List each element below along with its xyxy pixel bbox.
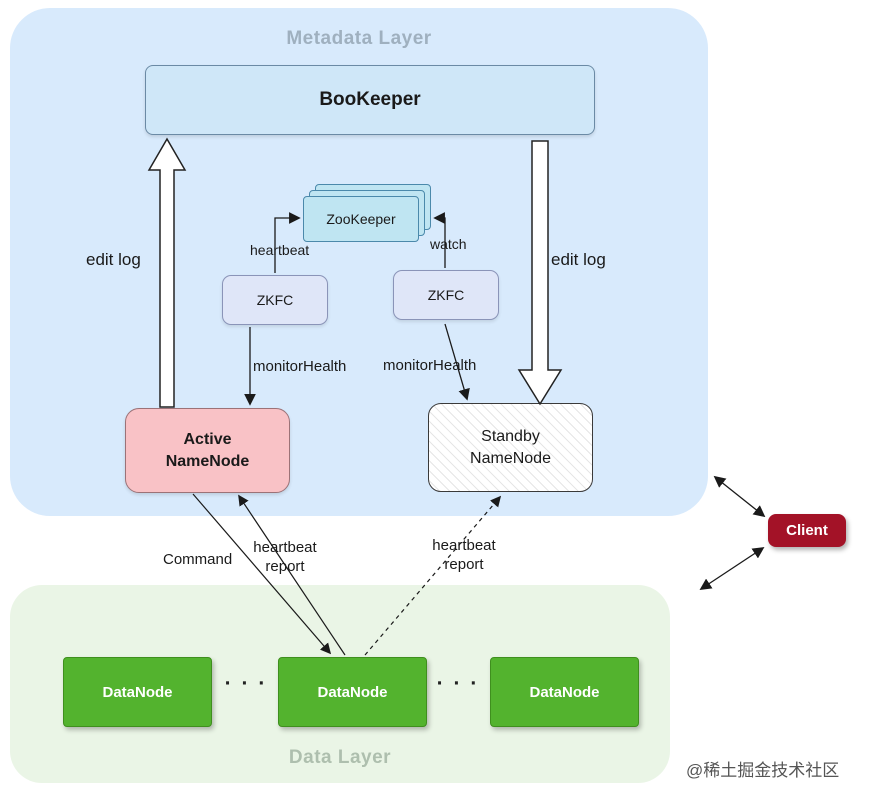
datanode-ellipsis-left: · · · <box>224 672 268 695</box>
metadata-layer-title: Metadata Layer <box>286 28 432 49</box>
zookeeper-node: ZooKeeper <box>303 196 419 242</box>
zookeeper-label: ZooKeeper <box>326 211 396 227</box>
watch-label: watch <box>430 236 467 252</box>
client-metadata-arrow <box>713 475 766 518</box>
edit-log-label-right: edit log <box>551 250 606 269</box>
datanode-3: DataNode <box>490 657 639 727</box>
client-data-arrow <box>699 547 765 590</box>
zkfc-right-node: ZKFC <box>393 270 499 320</box>
watermark-text: @稀土掘金技术社区 <box>686 761 840 780</box>
datanode-ellipsis-right: · · · <box>436 672 480 695</box>
bookeeper-label: BooKeeper <box>319 89 421 110</box>
active-namenode-label: Active NameNode <box>165 430 250 470</box>
monitor-health-label-left: monitorHealth <box>253 358 347 375</box>
client-node: Client <box>768 514 846 547</box>
standby-namenode-label: Standby NameNode <box>470 427 551 467</box>
data-layer-title: Data Layer <box>288 747 392 768</box>
heartbeat-report-label-solid: heartbeat report <box>253 539 317 575</box>
standby-namenode-node: Standby NameNode <box>428 403 593 492</box>
datanode-3-label: DataNode <box>529 683 600 701</box>
heartbeat-report-label-dashed: heartbeat report <box>432 537 496 573</box>
datanode-2-label: DataNode <box>317 683 388 701</box>
active-namenode-node: Active NameNode <box>125 408 290 493</box>
edit-log-label-left: edit log <box>86 250 141 269</box>
zkfc-left-label: ZKFC <box>256 292 294 308</box>
monitor-health-label-right: monitorHealth <box>383 357 477 374</box>
bookeeper-node: BooKeeper <box>145 65 595 135</box>
datanode-1-label: DataNode <box>102 683 173 701</box>
datanode-1: DataNode <box>63 657 212 727</box>
command-label: Command <box>163 551 233 568</box>
zkfc-right-label: ZKFC <box>427 287 465 303</box>
datanode-2: DataNode <box>278 657 427 727</box>
heartbeat-label: heartbeat <box>250 242 310 258</box>
client-label: Client <box>786 522 828 539</box>
zkfc-left-node: ZKFC <box>222 275 328 325</box>
